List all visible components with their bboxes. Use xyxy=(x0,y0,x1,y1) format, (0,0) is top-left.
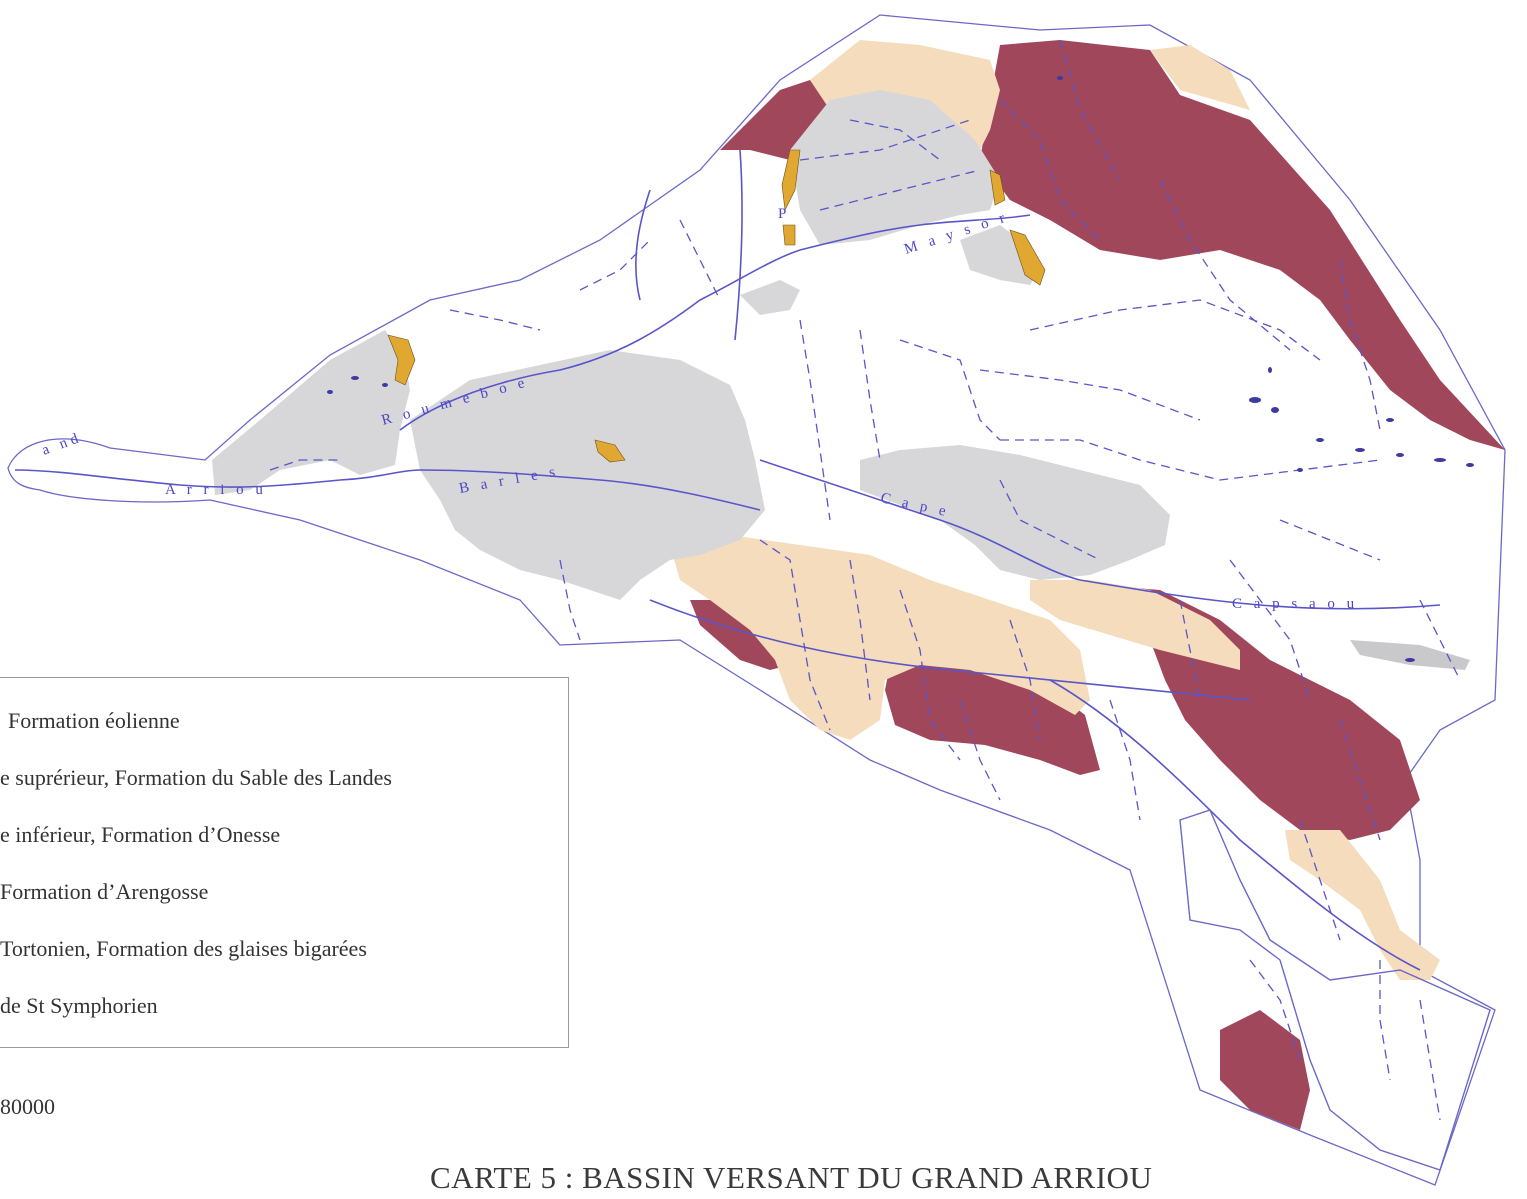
gray-zone-north xyxy=(790,90,1000,245)
main-streams xyxy=(14,149,1441,971)
sand-zone-east xyxy=(1030,580,1240,670)
gray-zone-east xyxy=(860,445,1170,580)
legend-item-arengosse: Formation d’Arengosse xyxy=(0,879,209,904)
maroon-zone-ne xyxy=(980,40,1505,450)
south-subcatchment-outline xyxy=(1179,809,1491,1171)
dark-spots xyxy=(327,76,1474,662)
map-scale: 80000 xyxy=(0,1094,55,1119)
legend-item-st-symphorien: de St Symphorien xyxy=(0,993,158,1018)
river-label-arriou: A r r i o u xyxy=(165,482,267,498)
river-label-capsaou: C a p s a o u xyxy=(1232,596,1358,612)
gray-zone-west xyxy=(212,330,410,495)
orange-zone-6 xyxy=(782,224,796,246)
sand-zone-ne xyxy=(1150,45,1250,110)
gray-zone-nw-small xyxy=(740,280,800,315)
maroon-zone-west xyxy=(690,600,790,670)
sand-zone-central xyxy=(670,535,1090,740)
legend-item-eolienne: Formation éolienne xyxy=(8,708,180,733)
gray-zone-central xyxy=(410,350,765,600)
legend-item-sable-des-landes: e suprérieur, Formation du Sable des Lan… xyxy=(0,765,392,790)
legend: Formation éolienne e suprérieur, Formati… xyxy=(0,677,569,1048)
orange-zone-5 xyxy=(1009,229,1046,286)
sand-zone-south xyxy=(1285,830,1440,980)
river-label-p: P xyxy=(778,206,790,222)
orange-zone-1 xyxy=(387,334,416,386)
map-title: CARTE 5 : BASSIN VERSANT DU GRAND ARRIOU xyxy=(430,1160,1153,1195)
orange-zone-2 xyxy=(594,439,626,463)
gray-zone-strip xyxy=(1350,640,1470,670)
orange-zone-3 xyxy=(781,149,801,212)
legend-item-glaises-bigarees: Tortonien, Formation des glaises bigarée… xyxy=(0,936,367,961)
orange-zone-4 xyxy=(989,169,1006,206)
tributary-streams xyxy=(269,39,1461,1121)
maroon-zone-south xyxy=(1220,1010,1310,1130)
legend-item-onesse: e inférieur, Formation d’Onesse xyxy=(0,822,281,847)
